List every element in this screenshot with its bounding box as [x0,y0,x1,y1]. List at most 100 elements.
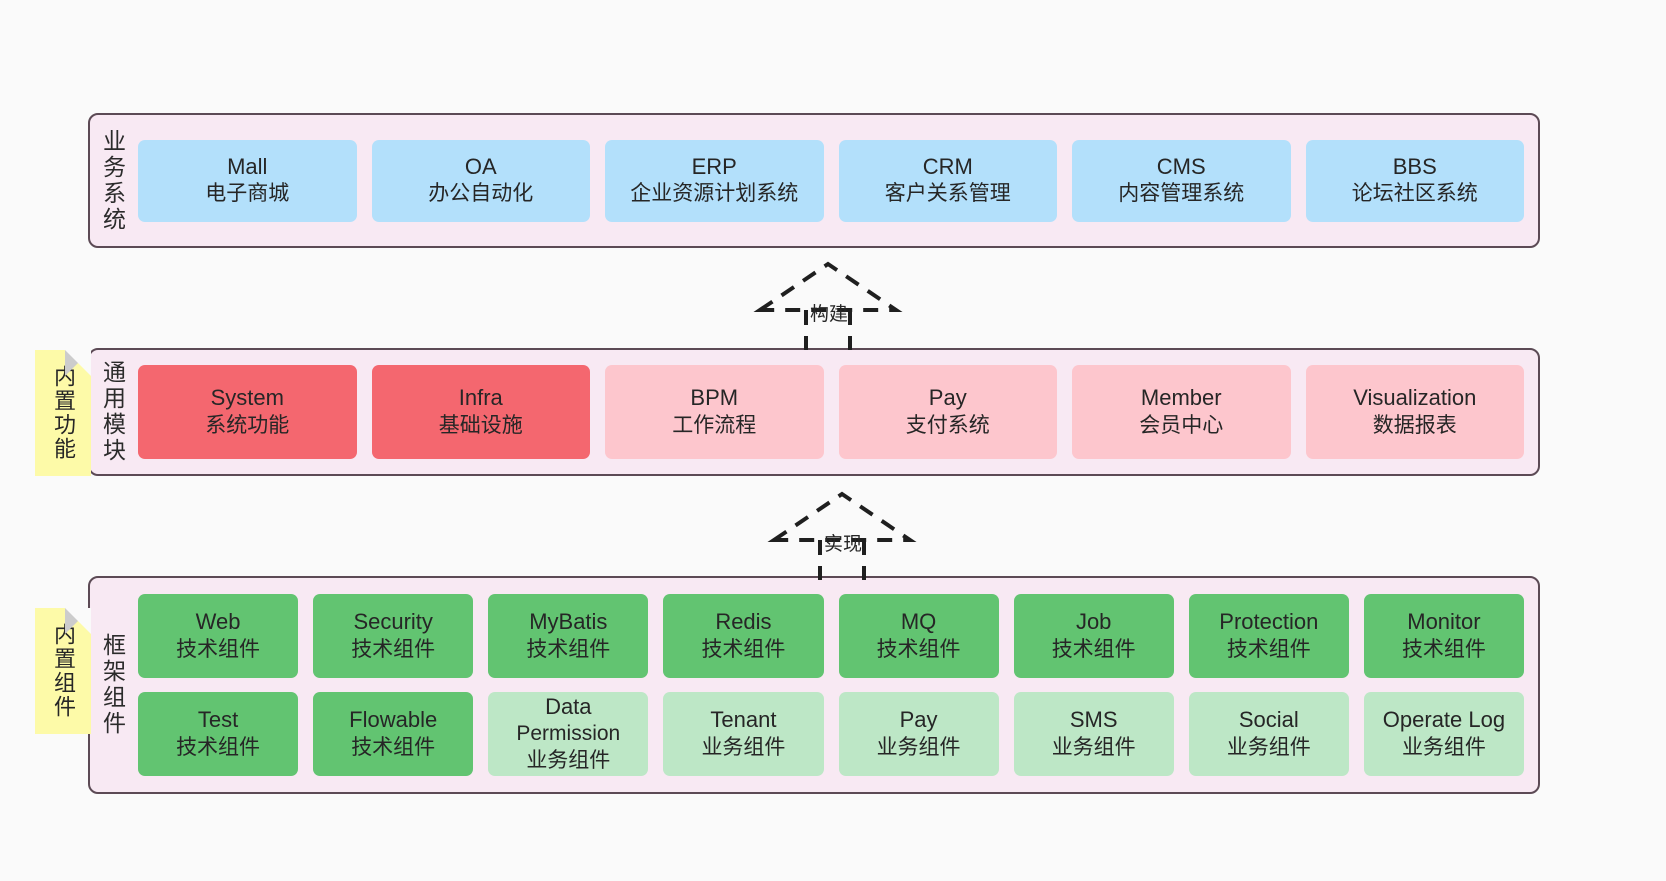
card-desc: 技术组件 [351,637,436,661]
card-name: Tenant [710,707,777,733]
card-desc: 技术组件 [701,637,786,661]
card-desc: 技术组件 [1226,637,1311,661]
card-name: Data [545,694,592,720]
card-desc: 办公自动化 [428,182,534,206]
card-desc: 技术组件 [176,637,261,661]
card-name: Social [1238,707,1299,733]
connector-implement-label: 实现 [824,534,863,555]
card-name: MQ [900,609,937,635]
card-desc: 基础设施 [438,413,523,437]
card-name: Infra [458,385,503,411]
builtin-component-note-label: 内置组件 [51,623,76,719]
card-desc: 技术组件 [176,735,261,759]
business-card-crm[interactable]: CRM 客户关系管理 [838,139,1057,222]
business-layer-title: 业务系统 [99,128,126,233]
card-desc: 业务组件 [876,735,961,759]
card-name: CRM [922,153,973,179]
card-desc: 内容管理系统 [1118,182,1245,206]
card-name: SMS [1069,707,1118,733]
card-name: Pay [899,707,938,733]
card-name-line2: Permission [516,722,621,746]
note-fold-corner [65,608,91,634]
card-desc: 技术组件 [876,637,961,661]
card-desc: 业务组件 [1051,735,1136,759]
card-name: Security [353,609,433,635]
business-card-oa[interactable]: OA 办公自动化 [371,139,590,222]
card-name: Visualization [1353,385,1477,411]
build-arrow-stem [804,310,852,350]
card-desc: 电子商城 [205,182,290,206]
card-name: Flowable [349,707,438,733]
card-desc: 技术组件 [526,637,611,661]
card-desc: 业务组件 [1226,735,1311,759]
module-layer-title: 通用模块 [99,360,126,464]
card-name: ERP [691,153,737,179]
card-name: Job [1075,609,1112,635]
connector-build-label: 构建 [810,304,849,325]
card-name: MyBatis [529,609,608,635]
card-name: Web [195,609,241,635]
card-name: Test [197,707,239,733]
card-desc: 数据报表 [1372,413,1457,437]
builtin-component-note: 内置组件 [35,608,91,734]
card-name: Protection [1219,609,1319,635]
business-card-bbs[interactable]: BBS 论坛社区系统 [1305,139,1524,222]
card-name: BBS [1392,153,1437,179]
card-desc: 系统功能 [205,413,290,437]
card-desc: 会员中心 [1139,413,1224,437]
card-desc: 技术组件 [1051,637,1136,661]
build-arrow-head [753,261,903,312]
business-card-cms[interactable]: CMS 内容管理系统 [1072,139,1291,222]
card-desc: 企业资源计划系统 [630,182,799,206]
card-name: System [210,385,284,411]
card-name: OA [464,153,497,179]
card-name: CMS [1156,153,1206,179]
card-desc: 业务组件 [1401,735,1486,759]
card-name: Member [1140,385,1222,411]
card-desc: 客户关系管理 [884,182,1011,206]
builtin-function-note: 内置功能 [35,350,91,476]
card-desc: 论坛社区系统 [1351,182,1478,206]
connector-implement: 实现 [767,488,917,580]
card-desc: 工作流程 [672,413,757,437]
business-card-erp[interactable]: ERP 企业资源计划系统 [605,139,824,222]
card-name: Pay [928,385,967,411]
framework-layer-title: 框架组件 [99,633,126,737]
implement-arrow-stem [818,540,866,580]
card-desc: 技术组件 [1401,637,1486,661]
card-name: BPM [690,385,739,411]
connector-build: 构建 [753,258,903,350]
card-desc: 业务组件 [526,749,611,773]
card-name: Monitor [1407,609,1481,635]
